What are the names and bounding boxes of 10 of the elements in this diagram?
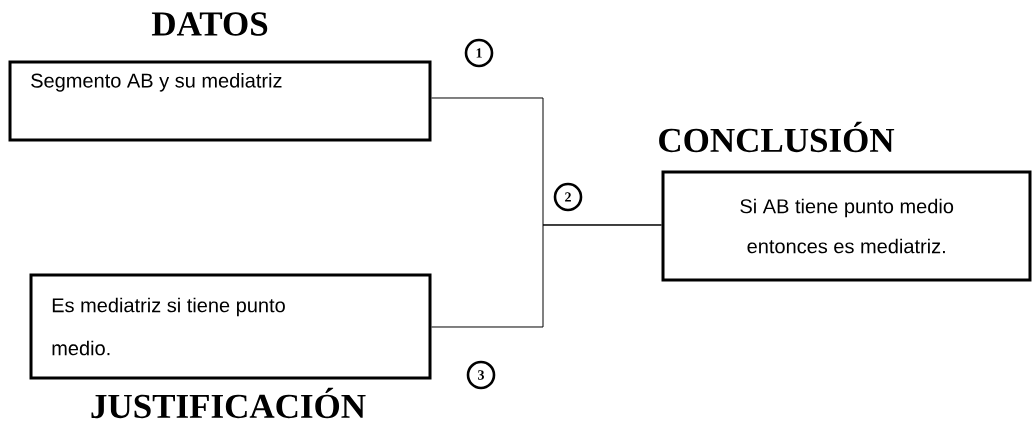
text-box: Es mediatriz si tiene punto medio. JUSTIFICACIÓN <box>29 273 432 419</box>
callout-number: 1 <box>464 38 494 68</box>
node-label: DATOS <box>151 12 268 36</box>
text-box: CONCLUSIÓN Si AB tiene punto medio entonces es mediatriz. <box>659 121 1032 282</box>
connector-line <box>431 224 662 328</box>
text-box: DATOS Segmento AB y su mediatriz <box>8 12 432 142</box>
callout-number: 3 <box>466 360 496 390</box>
node-label: CONCLUSIÓN <box>659 121 895 153</box>
callout-number: 2 <box>553 182 583 212</box>
node-label: JUSTIFICACIÓN <box>91 387 366 419</box>
